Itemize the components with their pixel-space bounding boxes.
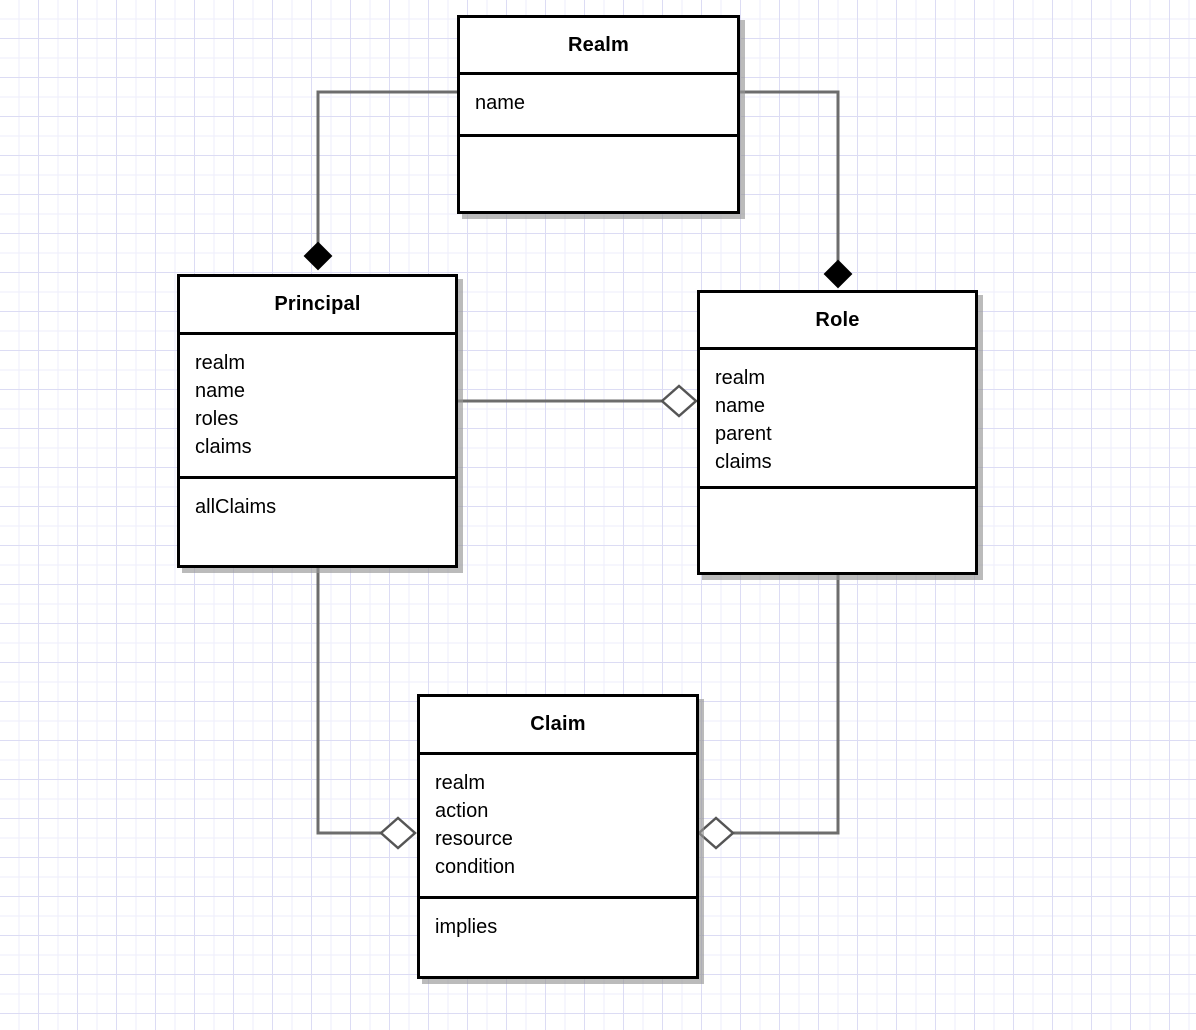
operation-row: allClaims [195, 496, 277, 518]
class-title-realm: Realm [460, 18, 737, 75]
class-title-role: Role [700, 293, 975, 350]
class-title-principal: Principal [180, 277, 455, 335]
attribute-row: action [435, 800, 489, 822]
uml-class-role[interactable]: Role realm name parent claims [697, 290, 978, 575]
attributes-compartment-principal: realm name roles claims [180, 335, 455, 479]
hollow-diamond-icon [379, 816, 417, 850]
edge-principal-role[interactable] [458, 384, 698, 418]
edge-line [740, 90, 840, 261]
uml-class-realm[interactable]: Realm name [457, 15, 740, 214]
attribute-row: resource [435, 828, 513, 850]
attribute-row: realm [435, 772, 486, 794]
edge-realm-role[interactable] [740, 90, 853, 289]
filled-diamond-icon [303, 241, 333, 271]
class-name-label: Principal [274, 293, 361, 315]
edge-line [316, 90, 457, 243]
class-name-label: Role [815, 308, 860, 331]
attribute-row: realm [715, 367, 766, 389]
attribute-row: name [715, 395, 766, 417]
edge-line [316, 568, 383, 835]
filled-diamond-icon [823, 259, 853, 289]
attribute-row: name [475, 92, 526, 114]
uml-class-claim[interactable]: Claim realm action resource condition im… [417, 694, 699, 979]
attribute-row: name [195, 380, 246, 402]
edge-role-claim[interactable] [697, 575, 840, 850]
class-name-label: Realm [567, 33, 630, 56]
operations-compartment-principal: allClaims [180, 479, 455, 521]
attribute-row: roles [195, 408, 239, 430]
operation-row: implies [435, 916, 498, 938]
attribute-row: condition [435, 856, 516, 878]
attribute-row: parent [715, 423, 772, 445]
hollow-diamond-icon [660, 384, 698, 418]
uml-class-principal[interactable]: Principal realm name roles claims allCla… [177, 274, 458, 568]
attribute-row: claims [195, 436, 252, 458]
attributes-compartment-claim: realm action resource condition [420, 755, 696, 899]
edge-principal-claim[interactable] [316, 568, 417, 850]
class-name-label: Claim [530, 713, 586, 735]
attribute-row: realm [195, 352, 246, 374]
edge-realm-principal[interactable] [303, 90, 457, 271]
hollow-diamond-icon [697, 816, 735, 850]
class-title-claim: Claim [420, 697, 696, 755]
attribute-row: claims [715, 451, 772, 473]
attributes-compartment-role: realm name parent claims [700, 350, 975, 489]
operations-compartment-claim: implies [420, 899, 696, 941]
attributes-compartment-realm: name [460, 75, 737, 137]
edge-line [731, 575, 840, 835]
